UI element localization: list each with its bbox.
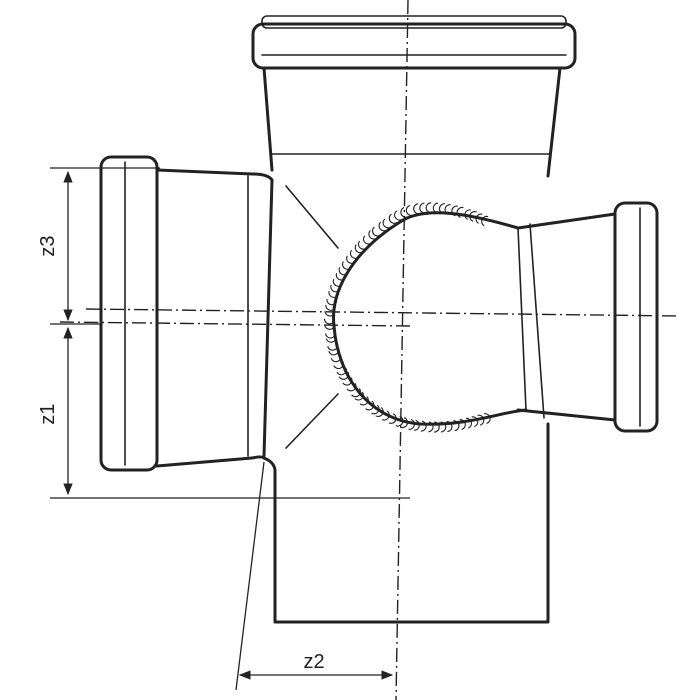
weld-bead-mark (444, 204, 451, 216)
weld-bead-mark (438, 203, 446, 215)
z3-label: z3 (37, 235, 59, 256)
bottom-spigot (262, 422, 550, 624)
weld-bead-mark (336, 367, 347, 376)
weld-bead-mark (465, 417, 472, 429)
weld-bead-mark (425, 202, 432, 214)
dimension-z3: z3 (37, 167, 160, 325)
weld-bead-mark (342, 377, 353, 386)
centre-axes (59, 0, 681, 700)
weld-bead-mark (432, 202, 439, 214)
weld-bead-mark (349, 249, 360, 259)
weld-bead-mark (330, 284, 342, 293)
weld-bead-mark (332, 278, 344, 287)
weld-bead-mark (324, 310, 336, 317)
weld-bead-mark (328, 290, 340, 298)
weld-bead-mark (338, 371, 350, 380)
weld-bead-mark (388, 213, 398, 224)
weld-bead-mark (342, 261, 353, 270)
weld-bead-mark (413, 419, 420, 431)
weld-bead-mark (456, 206, 464, 218)
weld-bead-mark (408, 418, 416, 430)
weld-bead-mark (325, 337, 337, 343)
weld-bead-mark (325, 304, 337, 311)
weld-bead-mark (477, 414, 485, 426)
weld-bead-mark (365, 400, 375, 411)
weld-bead-mark (368, 230, 378, 240)
weld-bead-mark (459, 419, 466, 431)
left-branch-socket (99, 155, 274, 472)
weld-bead-mark (464, 209, 472, 220)
z2-label: z2 (303, 651, 324, 673)
weld-bead-mark (323, 318, 336, 325)
top-socket (251, 15, 577, 178)
weld-bead-mark (324, 332, 337, 339)
weld-bead-mark (382, 218, 391, 229)
weld-bead-mark (469, 211, 477, 222)
weld-bead-mark (419, 202, 426, 214)
weld-bead-mark (333, 361, 344, 370)
weld-bead-mark (375, 406, 384, 417)
weld-bead-mark (359, 396, 369, 406)
weld-bead-mark (357, 240, 368, 250)
weld-bead-mark (413, 203, 420, 215)
weld-bead-mark (346, 383, 357, 392)
weld-bead-mark (327, 343, 339, 351)
weld-bead-mark (378, 221, 387, 232)
weld-bead-mark (440, 421, 447, 433)
weld-bead-mark (326, 298, 338, 306)
weld-bead-mark (434, 421, 440, 433)
weld-bead-mark (453, 420, 460, 432)
weld-bead-mark (335, 273, 346, 281)
weld-bead-mark (481, 215, 489, 227)
weld-bead-mark (362, 235, 373, 245)
weld-bead-mark (351, 388, 361, 398)
weld-bead-mark (338, 267, 349, 276)
weld-bead-mark (446, 421, 453, 433)
dimension-z1: z1 (37, 326, 410, 499)
dimension-z2: z2 (235, 461, 394, 691)
weld-bead-mark (471, 416, 479, 428)
weld-bead-mark (483, 413, 491, 425)
weld-bead-mark (400, 417, 409, 429)
weld-bead-mark (451, 205, 458, 217)
weld-bead-mark (371, 404, 380, 415)
weld-seam (323, 202, 491, 433)
inner-crotch-lines (285, 185, 339, 449)
weld-bead-mark (420, 420, 427, 432)
weld-bead-mark (381, 410, 390, 421)
weld-bead-mark (428, 421, 434, 433)
weld-bead-mark (330, 355, 342, 363)
weld-bead-mark (405, 204, 413, 216)
weld-bead-mark (394, 210, 402, 221)
weld-bead-mark (475, 213, 483, 224)
weld-bead-mark (354, 244, 365, 254)
weld-bead-mark (346, 255, 356, 264)
weld-bead-mark (372, 226, 382, 237)
right-branch-socket (332, 201, 659, 433)
weld-bead-mark (388, 413, 397, 424)
weld-bead-mark (354, 391, 364, 401)
weld-bead-mark (328, 348, 340, 356)
z1-label: z1 (37, 403, 59, 424)
weld-bead-mark (400, 206, 408, 218)
